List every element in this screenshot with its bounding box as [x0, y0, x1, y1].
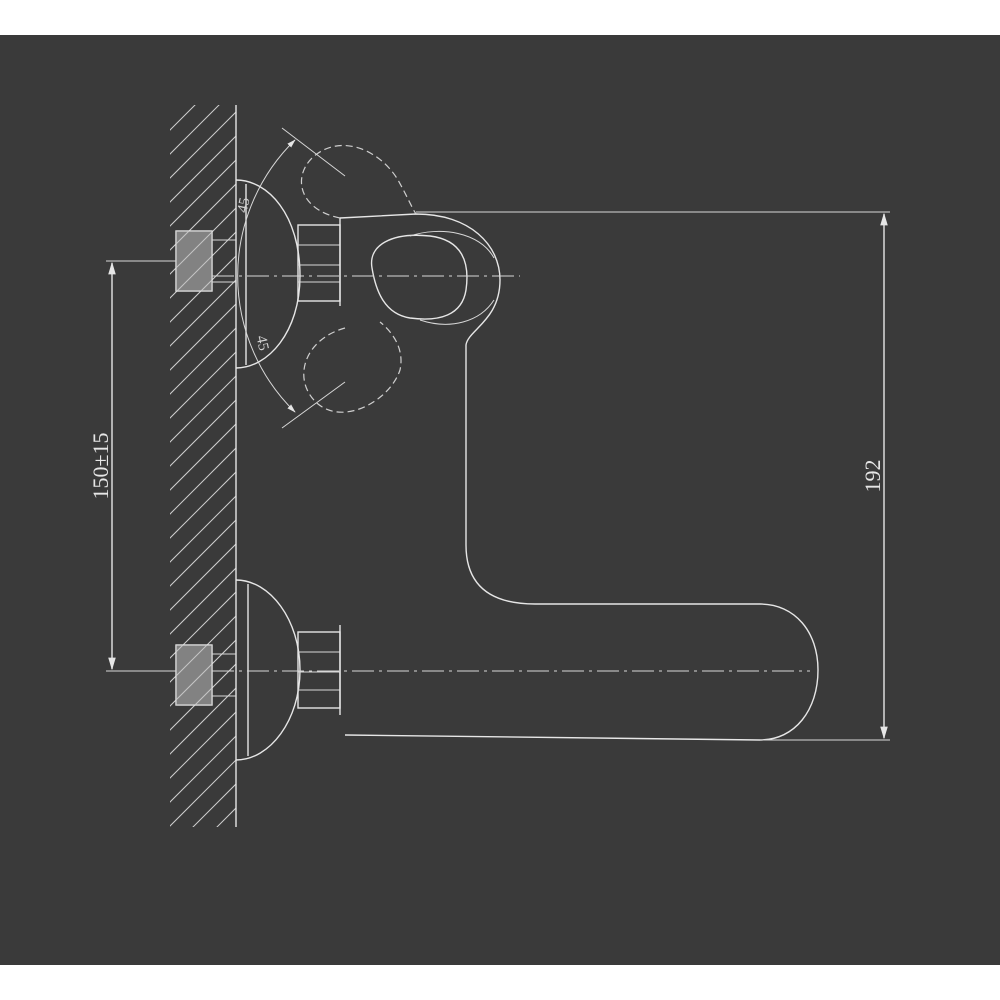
total-height-dimension	[416, 211, 890, 741]
inlet-spacing-dimension	[106, 260, 176, 672]
hatch-line	[170, 447, 236, 515]
faucet-body-outline	[339, 213, 819, 741]
hatch-line	[170, 495, 236, 563]
hatch-line	[170, 105, 196, 131]
upper-inlet-thread	[175, 230, 236, 292]
hatch-line	[170, 519, 236, 587]
hatch-line	[170, 591, 236, 659]
hatch-line	[160, 866, 250, 956]
angle-ray-lower	[281, 381, 346, 429]
hatch-line	[170, 759, 236, 827]
upper-connector-nut	[297, 218, 341, 306]
hatch-line	[170, 351, 236, 419]
hatch-line	[170, 399, 236, 467]
rotation-arc	[237, 139, 296, 413]
hatch-line	[160, 842, 250, 932]
lower-wall-flange	[235, 579, 301, 761]
angle-upper-label: 45	[235, 196, 254, 214]
angle-lower-label: 45	[253, 334, 272, 352]
hatch-line	[170, 183, 236, 251]
hatch-line	[170, 111, 236, 179]
drawing-panel	[0, 35, 1000, 965]
wall-hatching	[160, 105, 250, 956]
hatch-line	[170, 303, 236, 371]
hatch-line	[160, 818, 250, 908]
hatch-line	[170, 567, 236, 635]
hatch-line	[170, 159, 236, 227]
hatch-line	[170, 135, 236, 203]
inlet-spacing-label: 150±15	[88, 432, 113, 499]
lever-lower-rotated-position	[303, 321, 402, 413]
total-height-label: 192	[860, 460, 885, 493]
hatch-line	[170, 543, 236, 611]
hatch-line	[170, 735, 236, 803]
lower-inlet-thread	[175, 644, 236, 706]
hatch-line	[216, 807, 236, 827]
hatch-line	[192, 783, 236, 827]
hatch-line	[170, 105, 220, 155]
hatch-line	[170, 279, 236, 347]
hatch-line	[170, 471, 236, 539]
hatch-line	[170, 423, 236, 491]
hatch-line	[170, 687, 236, 755]
hatch-line	[170, 375, 236, 443]
lever-handle	[370, 230, 495, 325]
hatch-line	[170, 711, 236, 779]
hatch-line	[170, 327, 236, 395]
lever-upper-rotated-position	[300, 144, 417, 219]
lower-connector-nut	[297, 625, 341, 715]
angle-ray-upper	[281, 127, 346, 177]
